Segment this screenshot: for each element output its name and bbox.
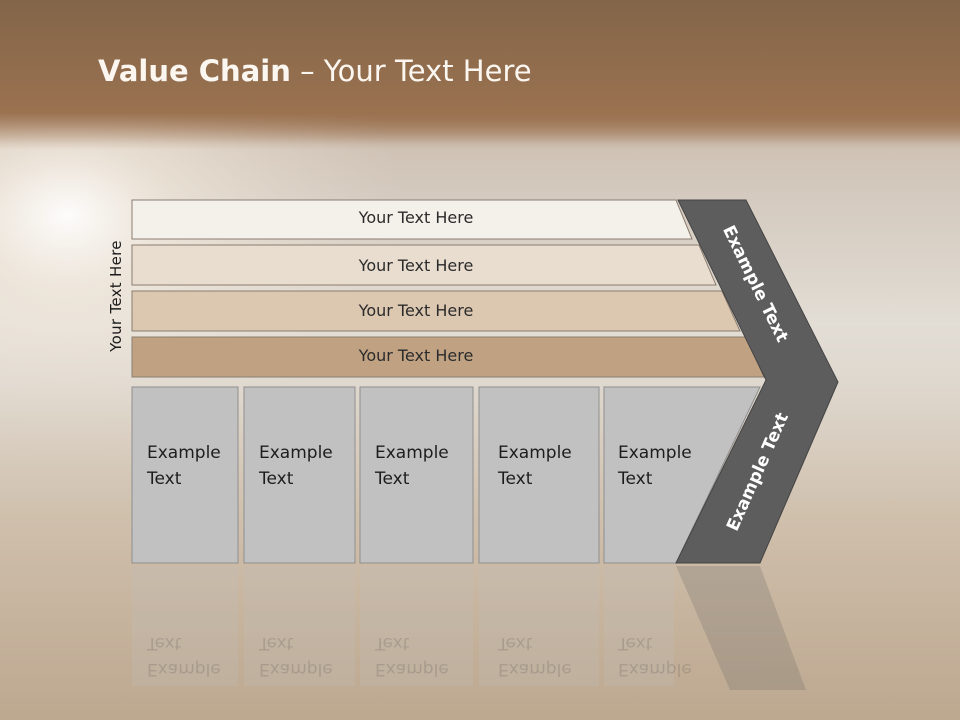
band-3[interactable] [131, 290, 741, 332]
box-1-reflection: Example Text [147, 630, 242, 682]
box-3-reflection: Example Text [375, 630, 470, 682]
band-3-label: Your Text Here [358, 301, 474, 320]
box-1-line-1: Example [147, 443, 221, 463]
band-1[interactable] [131, 199, 693, 240]
title-rest: – Your Text Here [290, 54, 532, 88]
box-2[interactable] [243, 386, 356, 564]
box-2-reflection: Example Text [259, 630, 354, 682]
box-5-reflection-line-1: Example [618, 659, 692, 679]
box-2-reflection-line-2: Text [259, 633, 294, 653]
chevron-arrow[interactable] [675, 199, 839, 564]
band-1-label: Your Text Here [358, 208, 474, 227]
box-1-reflection-line-1: Example [147, 659, 221, 679]
band-4-label: Your Text Here [358, 346, 474, 365]
box-3-line-2: Text [375, 469, 410, 489]
title-bold: Value Chain [98, 54, 291, 88]
side-label: Your Text Here [107, 240, 125, 352]
box-3-line-1: Example [375, 443, 449, 463]
box-1[interactable] [131, 386, 239, 564]
box-1-reflection-line-2: Text [147, 633, 182, 653]
box-5-reflection-line-2: Text [618, 633, 653, 653]
box-4-line-2: Text [498, 469, 533, 489]
box-1-line-2: Text [147, 469, 182, 489]
box-4-reflection: Example Text [498, 630, 593, 682]
slide-title: Value Chain – Your Text Here [98, 54, 532, 88]
box-4[interactable] [478, 386, 600, 564]
box-3-reflection-line-2: Text [375, 633, 410, 653]
band-2-label: Your Text Here [358, 256, 474, 275]
box-2-reflection-line-1: Example [259, 659, 333, 679]
reflection [132, 566, 806, 690]
box-5-line-1: Example [618, 443, 692, 463]
box-2-line-2: Text [259, 469, 294, 489]
box-5-line-2: Text [618, 469, 653, 489]
box-3[interactable] [359, 386, 474, 564]
box-5-reflection: Example Text [618, 630, 713, 682]
box-4-reflection-line-2: Text [498, 633, 533, 653]
box-4-line-1: Example [498, 443, 572, 463]
box-4-reflection-line-1: Example [498, 659, 572, 679]
band-2[interactable] [131, 244, 717, 286]
box-3-reflection-line-1: Example [375, 659, 449, 679]
box-2-line-1: Example [259, 443, 333, 463]
